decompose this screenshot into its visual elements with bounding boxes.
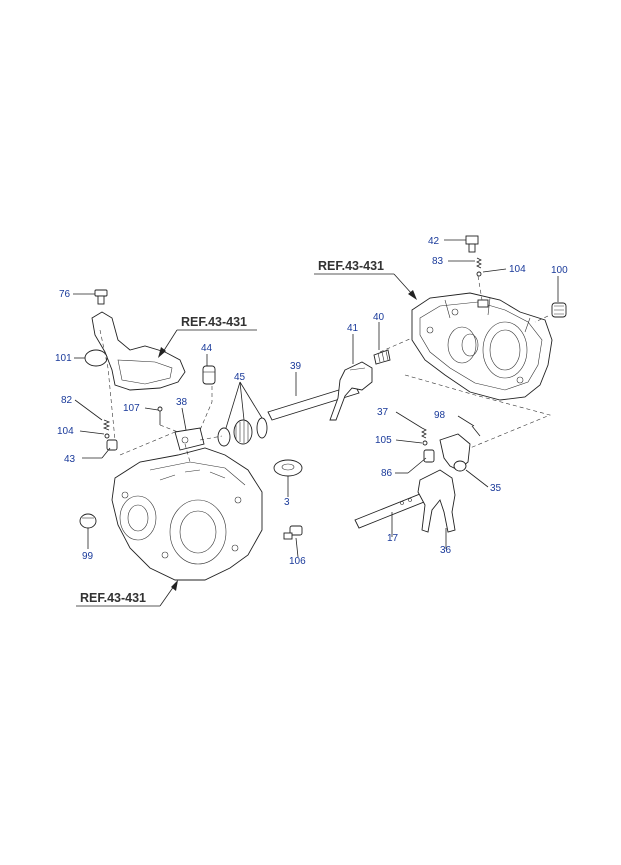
part-label-106: 106 xyxy=(289,556,306,567)
part-label-98: 98 xyxy=(434,410,446,421)
bolt-76 xyxy=(94,289,108,305)
spring-82 xyxy=(102,419,111,431)
part-label-39: 39 xyxy=(290,361,302,372)
part-label-105: 105 xyxy=(375,435,392,446)
synchro-45 xyxy=(217,417,268,447)
plug-43 xyxy=(106,439,118,451)
part-label-45: 45 xyxy=(234,372,246,383)
pin-107 xyxy=(157,406,163,425)
plug-99 xyxy=(79,513,97,529)
part-label-36: 36 xyxy=(440,545,452,556)
part-label-44: 44 xyxy=(201,343,213,354)
washer-3 xyxy=(273,459,303,477)
part-label-86: 86 xyxy=(381,468,393,479)
bracket-38 xyxy=(174,427,205,451)
alignment-line-10 xyxy=(159,424,179,433)
alignment-line-2 xyxy=(99,329,116,441)
lower-case-housing xyxy=(111,447,263,581)
ball-105 xyxy=(422,440,428,446)
ref-label-upper-left: REF.43-431 xyxy=(158,315,257,358)
alignment-line-6 xyxy=(404,374,551,449)
ref-label-lower: REF.43-431 xyxy=(76,580,178,607)
fork-41 xyxy=(329,361,373,421)
part-label-35: 35 xyxy=(490,483,502,494)
plug-86 xyxy=(423,449,435,463)
ref-text-upper-right: REF.43-431 xyxy=(318,259,384,273)
shaft-39 xyxy=(267,384,360,421)
part-label-40: 40 xyxy=(373,312,385,323)
bolt-106 xyxy=(283,525,303,540)
spring-37 xyxy=(421,427,427,439)
alignment-line-4 xyxy=(199,435,223,441)
pin-98 xyxy=(471,425,481,437)
part-label-42: 42 xyxy=(428,236,440,247)
alignment-line-5 xyxy=(379,337,413,353)
o-ring-101 xyxy=(84,349,108,367)
part-label-76: 76 xyxy=(59,289,71,300)
part-label-83: 83 xyxy=(432,256,444,267)
part-label-100: 100 xyxy=(551,265,568,276)
leader-lines xyxy=(73,239,559,558)
part-label-101: 101 xyxy=(55,353,72,364)
alignment-line-9 xyxy=(534,315,549,323)
ref-text-upper-left: REF.43-431 xyxy=(181,315,247,329)
part-label-17: 17 xyxy=(387,533,399,544)
part-label-3: 3 xyxy=(284,497,290,508)
sleeve-44 xyxy=(202,365,216,385)
spring-83 xyxy=(476,257,482,269)
fork-36 xyxy=(417,469,456,533)
bolt-42 xyxy=(465,235,479,253)
part-label-82: 82 xyxy=(61,395,73,406)
lug-35 xyxy=(439,433,471,472)
part-label-104-left: 104 xyxy=(57,426,74,437)
ball-104-left xyxy=(104,433,110,439)
right-case-housing xyxy=(411,292,553,401)
part-label-41: 41 xyxy=(347,323,359,334)
alignment-line-1 xyxy=(119,431,176,456)
part-label-104-top: 104 xyxy=(509,264,526,275)
part-label-107: 107 xyxy=(123,403,140,414)
ball-104 xyxy=(476,271,482,277)
plug-100 xyxy=(551,302,567,318)
part-label-38: 38 xyxy=(176,397,188,408)
alignment-line-7 xyxy=(199,386,213,431)
ref-label-upper-right: REF.43-431 xyxy=(314,259,417,300)
ref-text-lower: REF.43-431 xyxy=(80,591,146,605)
part-label-43: 43 xyxy=(64,454,76,465)
part-number-labels: 42 83 104 100 76 101 44 41 40 39 45 82 1… xyxy=(55,236,568,567)
spring-40 xyxy=(373,349,391,365)
cover-housing xyxy=(91,311,186,391)
alignment-line-3 xyxy=(184,443,191,463)
part-label-99: 99 xyxy=(82,551,94,562)
part-label-37: 37 xyxy=(377,407,389,418)
